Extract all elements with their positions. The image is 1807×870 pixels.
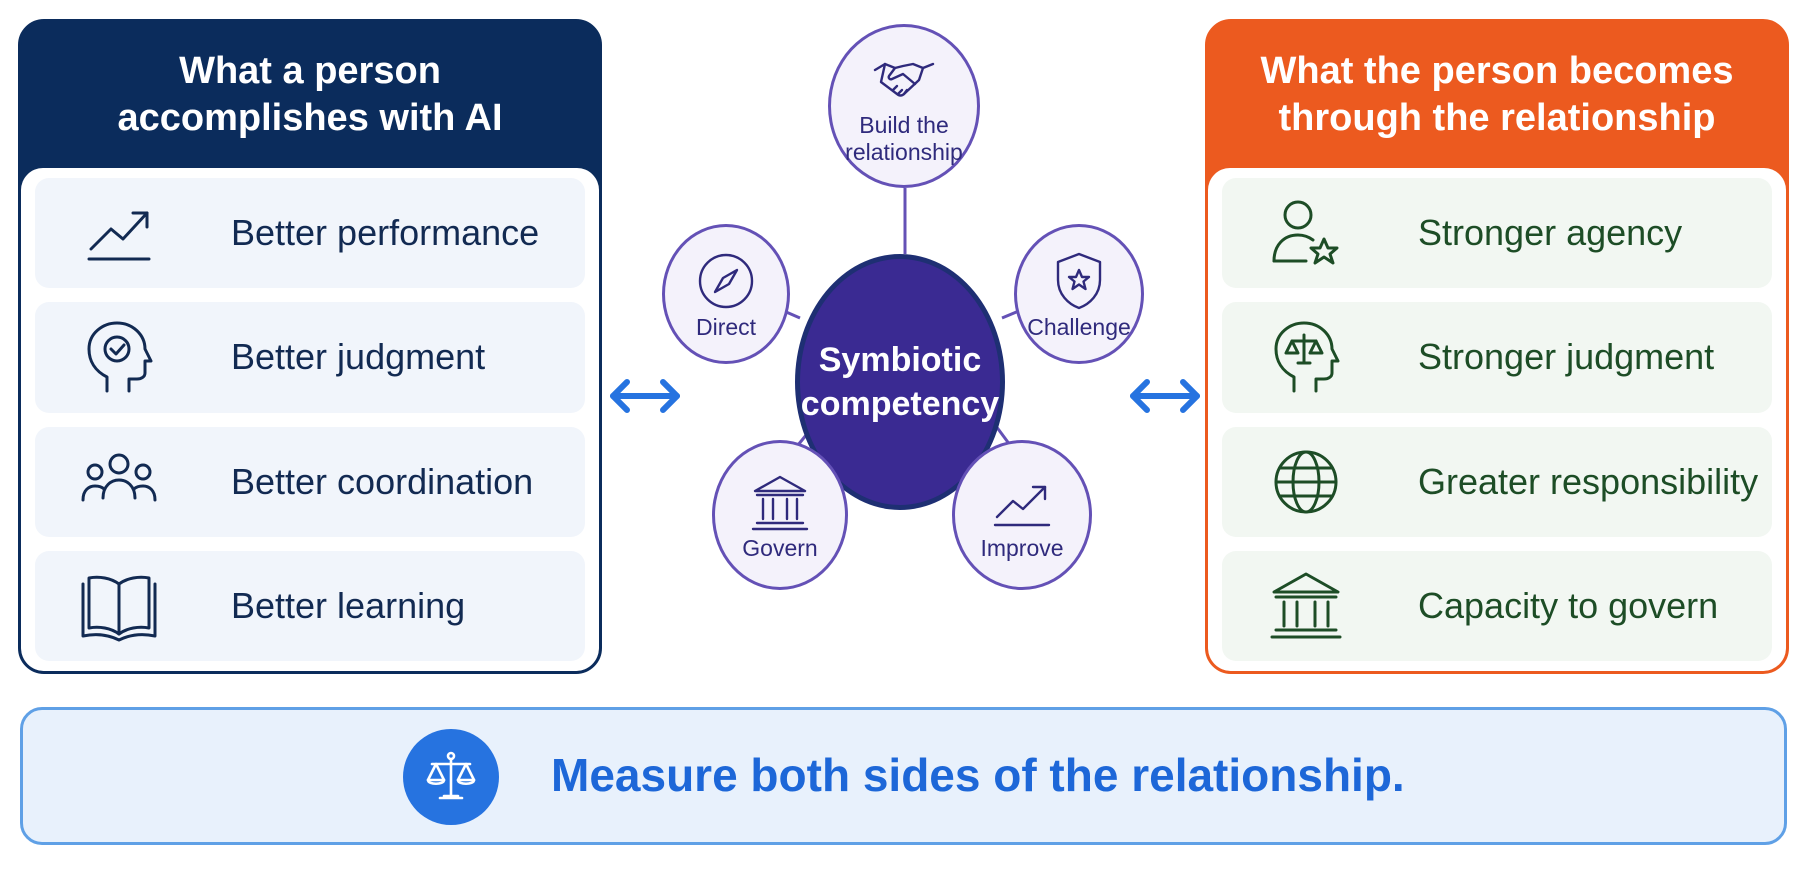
list-item-better-judgment: Better judgment [35, 302, 585, 413]
left-panel: What a person accomplishes with AI Bette… [18, 19, 602, 674]
node-improve: Improve [952, 440, 1092, 590]
right-panel-title: What the person becomes through the rela… [1208, 22, 1786, 168]
left-title-line1: What a person [179, 50, 441, 92]
people-group-icon [77, 440, 161, 524]
right-panel-list: Stronger agency Stronger judgment Greate… [1208, 168, 1786, 671]
node-label: Improve [980, 534, 1064, 561]
node-direct: Direct [662, 224, 790, 364]
node-govern: Govern [712, 440, 848, 590]
node-label: Direct [695, 313, 757, 340]
compass-icon [698, 253, 754, 308]
institution-icon [751, 475, 809, 530]
list-item-better-performance: Better performance [35, 178, 585, 289]
handshake-icon [873, 62, 935, 97]
scales-icon [403, 729, 499, 825]
node-label-line1: Build the [859, 112, 949, 138]
item-label: Better learning [231, 584, 466, 626]
right-panel: What the person becomes through the rela… [1205, 19, 1789, 674]
item-label: Capacity to govern [1418, 584, 1719, 626]
list-item-stronger-judgment: Stronger judgment [1222, 302, 1772, 413]
node-challenge: Challenge [1014, 224, 1144, 364]
node-build-relationship: Build the relationship [828, 24, 980, 188]
item-label: Stronger judgment [1418, 336, 1715, 378]
node-label-line2: relationship [845, 139, 963, 165]
left-panel-title: What a person accomplishes with AI [21, 22, 599, 168]
globe-icon [1264, 440, 1348, 524]
hub-line1: Symbiotic [818, 341, 982, 379]
trend-up-icon [77, 191, 161, 275]
hub-line2: competency [800, 385, 1000, 423]
right-title-line1: What the person becomes [1260, 50, 1734, 92]
item-label: Better judgment [231, 336, 486, 378]
hub-symbiotic-competency: Symbiotic competency [795, 254, 1005, 510]
list-item-greater-responsibility: Greater responsibility [1222, 426, 1772, 537]
node-label: Challenge [1027, 313, 1131, 340]
head-check-icon [77, 315, 161, 399]
item-label: Better performance [231, 212, 540, 254]
list-item-better-learning: Better learning [35, 550, 585, 661]
item-label: Stronger agency [1418, 212, 1683, 254]
institution-icon [1264, 564, 1348, 648]
banner-text: Measure both sides of the relationship. [551, 749, 1405, 801]
bottom-banner: Measure both sides of the relationship. [20, 707, 1787, 845]
shield-star-icon [1056, 252, 1102, 309]
left-title-line2: accomplishes with AI [117, 97, 503, 139]
item-label: Better coordination [231, 460, 534, 502]
open-book-icon [77, 564, 161, 648]
list-item-better-coordination: Better coordination [35, 426, 585, 537]
left-panel-list: Better performance Better judgment Bette… [21, 168, 599, 671]
list-item-stronger-agency: Stronger agency [1222, 178, 1772, 289]
symbiotic-competency-diagram: Symbiotic competency Build the relations… [620, 0, 1180, 700]
right-title-line2: through the relationship [1278, 97, 1716, 139]
node-label: Govern [742, 534, 818, 561]
double-arrow-left-icon [610, 379, 680, 413]
head-scales-icon [1264, 315, 1348, 399]
trend-up-icon [993, 485, 1051, 526]
double-arrow-right-icon [1130, 379, 1200, 413]
list-item-capacity-to-govern: Capacity to govern [1222, 550, 1772, 661]
item-label: Greater responsibility [1418, 460, 1759, 502]
person-star-icon [1264, 191, 1348, 275]
